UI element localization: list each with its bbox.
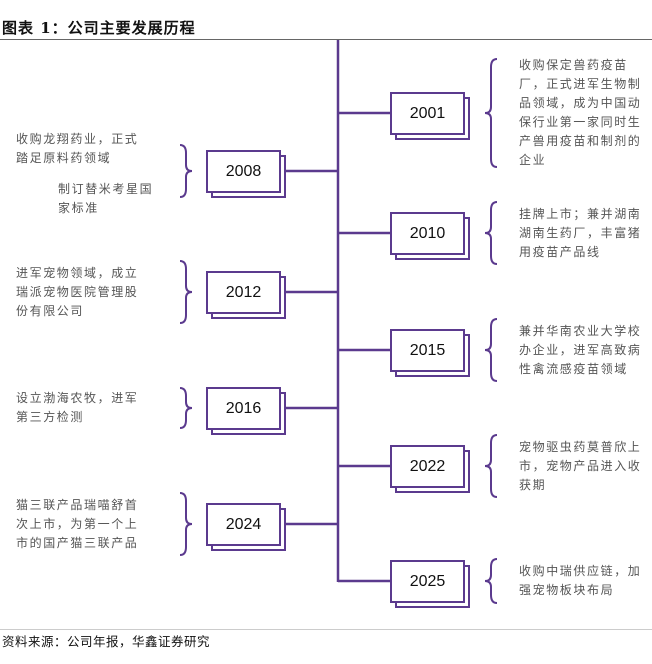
- event-desc-2025: 收购中瑞供应链，加 强宠物板块布局: [519, 564, 642, 597]
- brace-2012: [179, 260, 193, 324]
- figure-title: 图表 1：公司主要发展历程: [2, 19, 196, 37]
- event-desc-2022: 宠物驱虫药莫普欣上 市，宠物产品进入收 获期: [519, 439, 642, 492]
- year-box-2015: 2015: [390, 329, 470, 377]
- year-label: 2025: [390, 560, 465, 603]
- year-box-2016: 2016: [206, 387, 286, 435]
- year-box-2001: 2001: [390, 92, 470, 140]
- year-label: 2016: [206, 387, 281, 430]
- brace-2025: [484, 558, 498, 604]
- brace-2001: [484, 58, 498, 168]
- brace-2010: [484, 201, 498, 265]
- year-label: 2022: [390, 445, 465, 488]
- year-box-2024: 2024: [206, 503, 286, 551]
- title-divider: [0, 39, 652, 40]
- brace-2016: [179, 387, 193, 429]
- event-desc-2008: 收购龙翔药业，正式 踏足原料药领域: [16, 132, 139, 165]
- year-label: 2010: [390, 212, 465, 255]
- year-label: 2012: [206, 271, 281, 314]
- event-desc-2010: 挂牌上市；兼并湖南 湖南生药厂，丰富猪 用疫苗产品线: [519, 206, 642, 259]
- footer-divider: [0, 629, 652, 630]
- brace-2022: [484, 434, 498, 498]
- source-note: 资料来源：公司年报，华鑫证券研究: [2, 634, 211, 649]
- brace-2015: [484, 318, 498, 382]
- year-box-2025: 2025: [390, 560, 470, 608]
- event-desc-2001: 收购保定兽药疫苗 厂，正式进军生物制 品领域，成为中国动 保行业第一家同时生 产…: [519, 58, 642, 167]
- year-box-2008: 2008: [206, 150, 286, 198]
- year-label: 2024: [206, 503, 281, 546]
- year-box-2010: 2010: [390, 212, 470, 260]
- event-desc-2016: 设立渤海农牧，进军 第三方检测: [16, 391, 139, 424]
- brace-2008: [179, 144, 193, 198]
- year-label: 2008: [206, 150, 281, 193]
- year-label: 2001: [390, 92, 465, 135]
- event-desc-2008-secondary: 制订替米考星国 家标准: [58, 182, 154, 215]
- event-desc-2012: 进军宠物领域，成立 瑞派宠物医院管理股 份有限公司: [16, 265, 139, 318]
- year-box-2012: 2012: [206, 271, 286, 319]
- year-label: 2015: [390, 329, 465, 372]
- year-box-2022: 2022: [390, 445, 470, 493]
- event-desc-2024: 猫三联产品瑞喵舒首 次上市，为第一个上 市的国产猫三联产品: [16, 497, 139, 550]
- brace-2024: [179, 492, 193, 556]
- event-desc-2015: 兼并华南农业大学校 办企业，进军高致病 性禽流感疫苗领域: [519, 323, 642, 376]
